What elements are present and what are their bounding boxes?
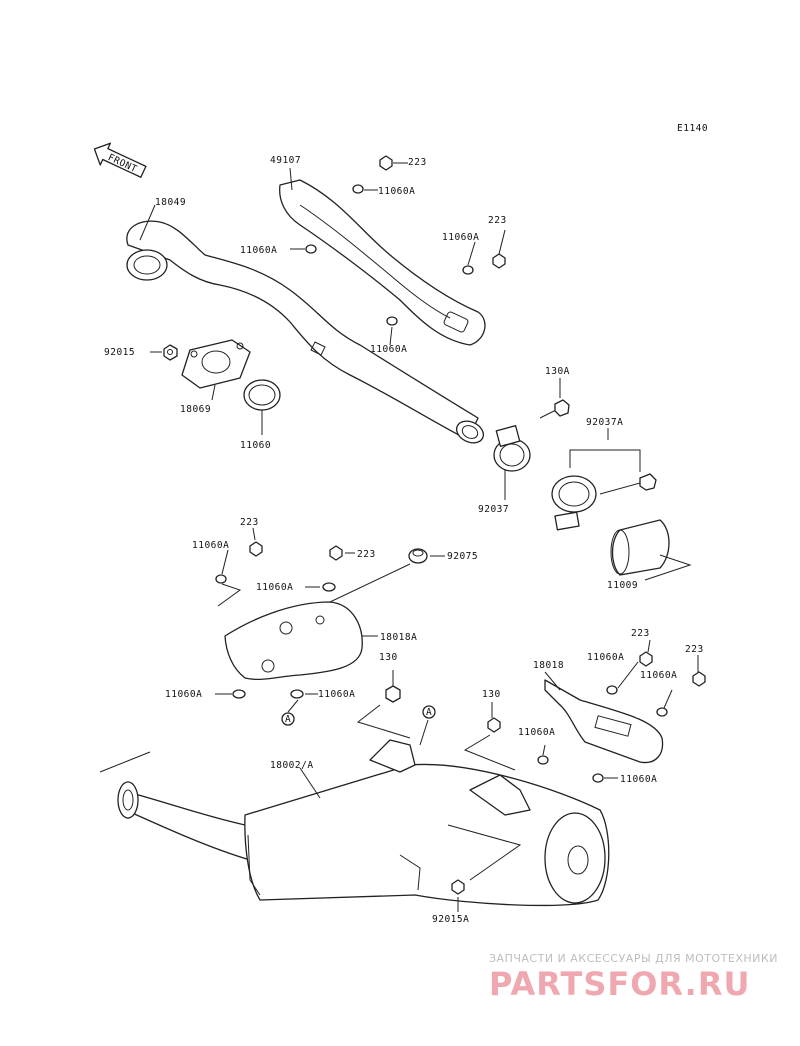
part-label: 11060A bbox=[620, 774, 657, 785]
part-label: 11060A bbox=[378, 186, 415, 197]
flange-18069 bbox=[181, 339, 251, 389]
watermark-tagline: ЗАПЧАСТИ И АКСЕССУАРЫ ДЛЯ МОТОТЕХНИКИ bbox=[489, 952, 778, 965]
part-label: 18018 bbox=[533, 660, 564, 671]
part-label: 49107 bbox=[270, 155, 301, 166]
grommet-92075 bbox=[408, 548, 428, 564]
part-label: 223 bbox=[685, 644, 704, 655]
sleeve-11009 bbox=[610, 519, 670, 576]
part-label: 223 bbox=[631, 628, 650, 639]
clamp-92037A bbox=[551, 473, 657, 531]
part-label: 130A bbox=[545, 366, 570, 377]
part-label: 92075 bbox=[447, 551, 478, 562]
part-label: 11060A bbox=[442, 232, 479, 243]
heat-shield-18018 bbox=[544, 679, 664, 764]
part-label: 130 bbox=[379, 652, 398, 663]
leader-lines bbox=[99, 162, 699, 912]
part-label: 11060A bbox=[318, 689, 355, 700]
part-label: 11060A bbox=[587, 652, 624, 663]
heat-shield-18018A bbox=[224, 601, 363, 681]
part-label: 92015 bbox=[104, 347, 135, 358]
muffler-18002A bbox=[117, 739, 610, 907]
hardware bbox=[215, 155, 706, 895]
part-label: 130 bbox=[482, 689, 501, 700]
part-label: 11060A bbox=[256, 582, 293, 593]
part-label: 11009 bbox=[607, 580, 638, 591]
part-label: 92037A bbox=[586, 417, 623, 428]
gasket-ring-11060 bbox=[243, 379, 281, 411]
bolt-130A bbox=[539, 399, 570, 419]
part-label: 223 bbox=[488, 215, 507, 226]
part-label: 18018A bbox=[380, 632, 417, 643]
nut-92015 bbox=[163, 344, 178, 361]
header-pipe bbox=[126, 220, 485, 444]
part-label: 11060A bbox=[640, 670, 677, 681]
part-label: 223 bbox=[357, 549, 376, 560]
part-label: 11060A bbox=[165, 689, 202, 700]
part-label: 223 bbox=[408, 157, 427, 168]
part-label: 11060A bbox=[370, 344, 407, 355]
ref-circle-a-right: A bbox=[422, 705, 436, 719]
part-label: 18002/A bbox=[270, 760, 314, 771]
part-label: 11060 bbox=[240, 440, 271, 451]
watermark: ЗАПЧАСТИ И АКСЕССУАРЫ ДЛЯ МОТОТЕХНИКИ PA… bbox=[489, 952, 778, 1003]
part-labels: 18049 49107 223 11060A 11060A 11060A 223… bbox=[104, 155, 704, 925]
part-label: 92015A bbox=[432, 914, 469, 925]
clamp-92037 bbox=[493, 425, 531, 472]
front-arrow-icon: FRONT bbox=[93, 142, 147, 178]
part-label: 18049 bbox=[155, 197, 186, 208]
heat-guard bbox=[279, 179, 486, 346]
part-label: 223 bbox=[240, 517, 259, 528]
ref-a-label: A bbox=[285, 714, 291, 725]
ref-circle-a-left: A bbox=[281, 712, 295, 726]
part-label: 92037 bbox=[478, 504, 509, 515]
part-label: 11060A bbox=[192, 540, 229, 551]
watermark-brand: PARTSFOR.RU bbox=[489, 965, 750, 1003]
part-label: 11060A bbox=[240, 245, 277, 256]
diagram-code: E1140 bbox=[677, 123, 708, 134]
part-label: 18069 bbox=[180, 404, 211, 415]
ref-a-label: A bbox=[426, 707, 432, 718]
part-label: 11060A bbox=[518, 727, 555, 738]
